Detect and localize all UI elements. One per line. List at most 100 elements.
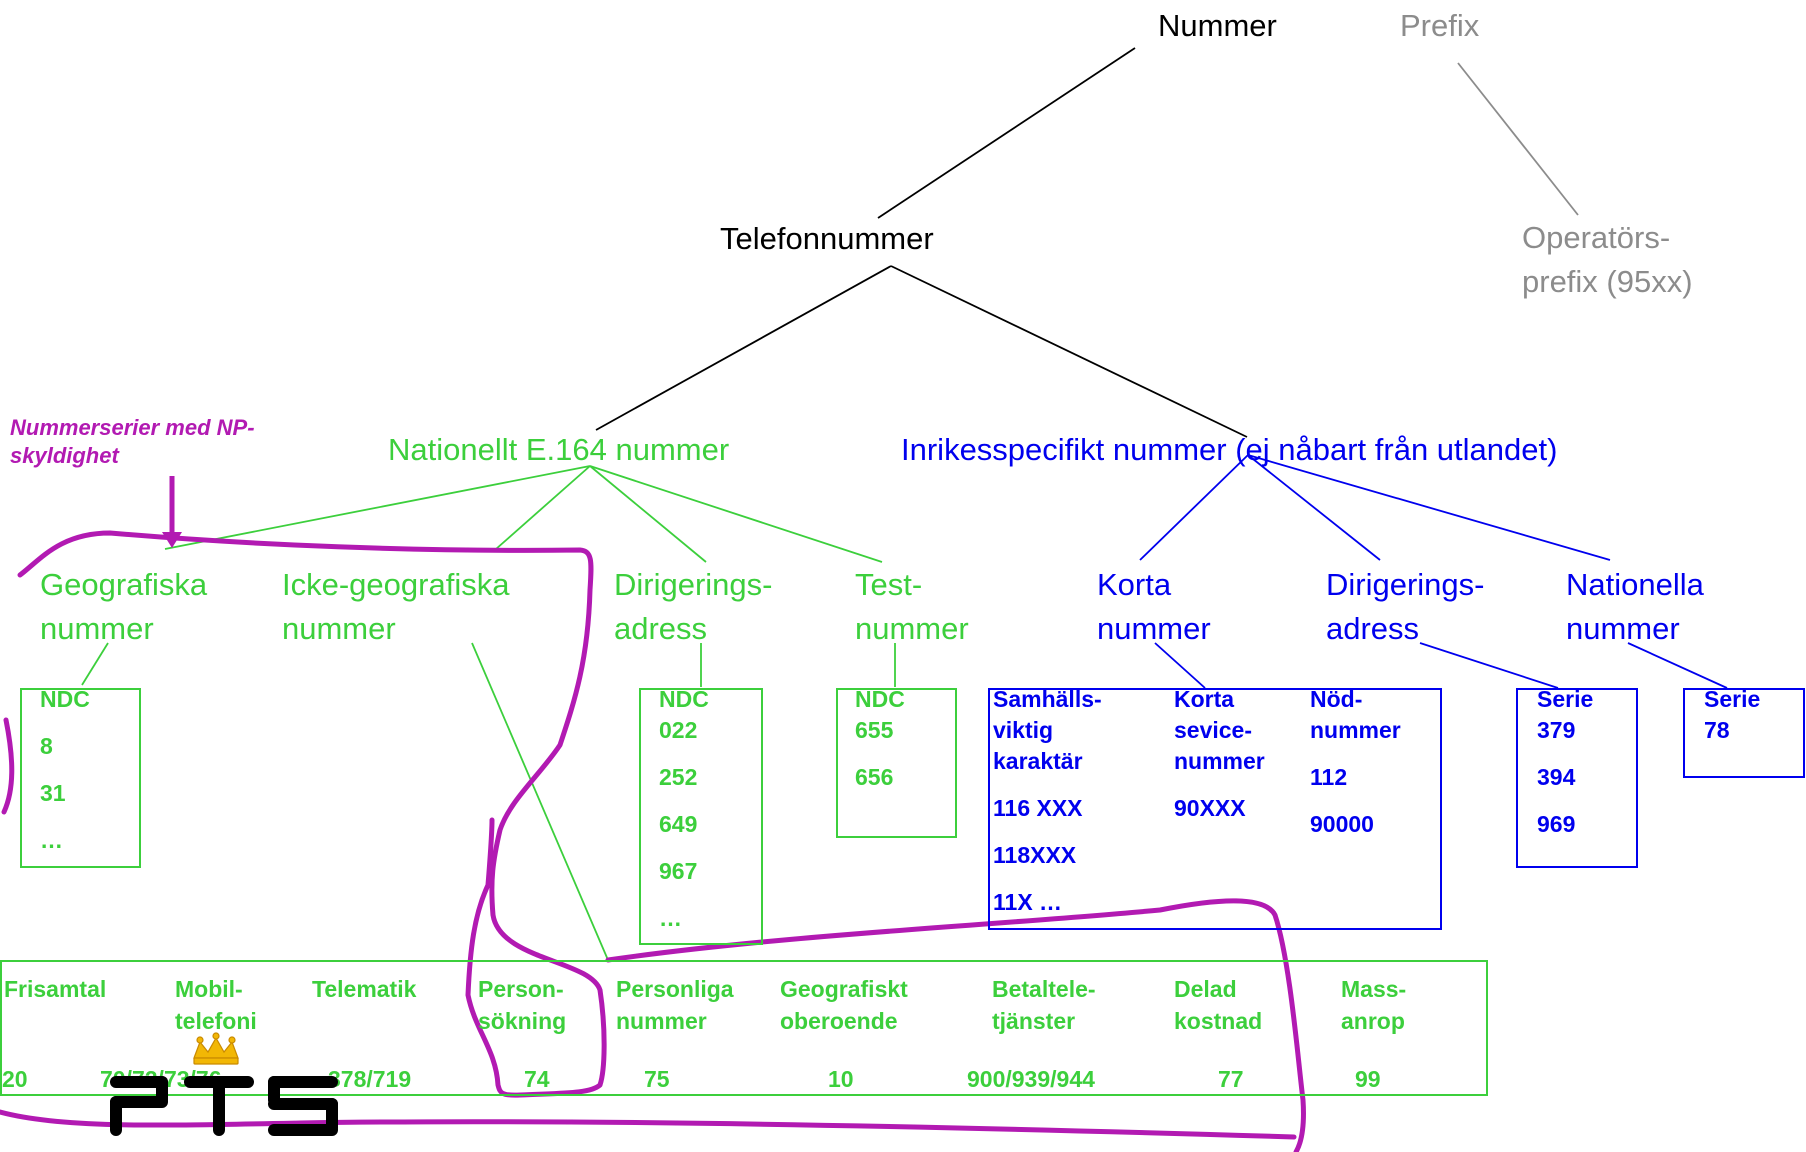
service-number-personliga: 75 <box>644 1066 670 1092</box>
node-icke-geografiska-line1: Icke-geografiska <box>282 567 510 602</box>
dir-ndc-item: 967 <box>659 858 698 884</box>
node-operator-prefix-line1: Operatörs- <box>1522 220 1671 255</box>
edge-nationellt-test <box>589 465 883 563</box>
korta-col3-line: 90000 <box>1310 811 1374 837</box>
node-testnummer: Test- nummer <box>855 563 969 651</box>
dirblue-serie-item: 394 <box>1537 764 1576 790</box>
pts-logo <box>110 1032 338 1136</box>
korta-col1-line: viktig <box>993 717 1054 743</box>
geo-ndc-item: … <box>40 827 63 853</box>
service-label-line: Frisamtal <box>4 976 107 1002</box>
node-nationella-nummer: Nationella nummer <box>1566 563 1704 651</box>
geo-ndc-item: 31 <box>40 780 66 806</box>
test-ndc-item: 655 <box>855 717 894 743</box>
geo-ndc-header: NDC <box>40 686 90 712</box>
korta-col1-line: Samhälls- <box>993 686 1102 712</box>
service-label-line: telefoni <box>175 1008 257 1034</box>
geo-ndc-item: 8 <box>40 733 53 759</box>
service-number-massanrop: 99 <box>1355 1066 1381 1092</box>
node-prefix: Prefix <box>1400 8 1480 43</box>
korta-col-service: Korta sevice- nummer 90XXX <box>1174 684 1265 824</box>
service-label-personsokning: Person- sökning <box>478 973 566 1037</box>
edge-nationellt-geografiska <box>164 465 591 550</box>
korta-col2-line: Korta <box>1174 686 1235 712</box>
service-label-line: Telematik <box>312 976 417 1002</box>
node-inrikesspecifikt: Inrikesspecifikt nummer (ej nåbart från … <box>901 432 1558 467</box>
node-dirigeringsadress-blue: Dirigerings- adress <box>1326 563 1484 651</box>
service-label-delad-kostnad: Delad kostnad <box>1174 973 1262 1037</box>
edge-nat-box <box>1627 642 1728 689</box>
box-nat-serie <box>1683 688 1805 778</box>
service-number-personsokning: 74 <box>524 1066 550 1092</box>
edge-telefonnummer-nationellt <box>595 265 892 431</box>
dir-ndc-item: 649 <box>659 811 698 837</box>
node-geografiska-line1: Geografiska <box>40 567 208 602</box>
service-number-betaltjanster: 900/939/944 <box>967 1066 1095 1092</box>
edge-nummer-telefonnummer <box>877 47 1136 219</box>
dir-ndc-item: 022 <box>659 717 698 743</box>
box-geo-ndc-text: NDC 8 31 … <box>40 684 90 856</box>
crown-icon <box>193 1032 239 1065</box>
service-label-line: Betaltele- <box>992 976 1096 1002</box>
service-label-frisamtal: Frisamtal <box>4 973 106 1005</box>
box-dirblue-serie-text: Serie 379 394 969 <box>1537 684 1593 840</box>
node-geografiska: Geografiska nummer <box>40 563 207 651</box>
edge-inrikes-korta <box>1139 454 1249 561</box>
service-number-telematik: 378/719 <box>328 1066 412 1092</box>
edge-inrikes-dirigering <box>1247 454 1381 561</box>
edge-geo-box <box>81 642 109 686</box>
nat-serie-header: Serie <box>1704 686 1761 712</box>
node-operator-prefix: Operatörs- prefix (95xx) <box>1522 216 1693 304</box>
service-label-betaltjanster: Betaltele- tjänster <box>992 973 1096 1037</box>
box-dir-ndc <box>639 688 763 945</box>
node-nationella-line1: Nationella <box>1566 567 1704 602</box>
service-label-massanrop: Mass- anrop <box>1341 973 1406 1037</box>
service-label-telematik: Telematik <box>312 973 416 1005</box>
np-annotation-line2: skyldighet <box>10 443 119 468</box>
service-label-line: sökning <box>478 1008 567 1034</box>
korta-col1-line: 11X … <box>993 889 1063 915</box>
node-dirigeringsadress-green: Dirigerings- adress <box>614 563 772 651</box>
node-testnummer-line2: nummer <box>855 611 969 646</box>
node-icke-geografiska-line2: nummer <box>282 611 396 646</box>
box-dirblue-serie <box>1516 688 1638 868</box>
nat-serie-item: 78 <box>1704 717 1730 743</box>
service-label-mobiltelefoni: Mobil- telefoni <box>175 973 257 1037</box>
edge-nationellt-icke <box>495 465 591 550</box>
service-label-line: kostnad <box>1174 1008 1263 1034</box>
services-row-box <box>0 960 1488 1096</box>
node-geografiska-line2: nummer <box>40 611 154 646</box>
korta-col-samhallsviktig: Samhälls- viktig karaktär 116 XXX 118XXX… <box>993 684 1102 918</box>
np-arrow-head <box>162 532 182 548</box>
korta-col-nod: Nöd- nummer 112 90000 <box>1310 684 1401 840</box>
box-korta-nummer <box>988 688 1442 930</box>
node-telefonnummer: Telefonnummer <box>720 221 934 256</box>
korta-col1-line: karaktär <box>993 748 1083 774</box>
service-label-line: Mobil- <box>175 976 243 1002</box>
korta-col2-line: 90XXX <box>1174 795 1246 821</box>
dir-ndc-item: 252 <box>659 764 698 790</box>
service-label-line: Person- <box>478 976 564 1002</box>
dirblue-serie-item: 969 <box>1537 811 1576 837</box>
box-geo-ndc <box>20 688 141 868</box>
box-dir-ndc-text: NDC 022 252 649 967 … <box>659 684 709 934</box>
service-label-line: oberoende <box>780 1008 898 1034</box>
service-number-frisamtal: 20 <box>2 1066 28 1092</box>
edge-dirblue-box <box>1419 642 1559 689</box>
service-label-line: tjänster <box>992 1008 1076 1034</box>
node-korta-nummer: Korta nummer <box>1097 563 1211 651</box>
service-label-geografiskt-oberoende: Geografiskt oberoende <box>780 973 908 1037</box>
service-number-geografiskt-oberoende: 10 <box>828 1066 854 1092</box>
edge-prefix-operator <box>1457 62 1579 216</box>
edge-korta-box <box>1154 642 1206 689</box>
edge-inrikes-nationella <box>1247 454 1611 561</box>
korta-col2-line: sevice- <box>1174 717 1253 743</box>
np-outline-top <box>17 530 607 1098</box>
node-korta-line1: Korta <box>1097 567 1172 602</box>
np-annotation: Nummerserier med NP- skyldighet <box>10 414 255 470</box>
dir-ndc-item: … <box>659 905 682 931</box>
node-dirigering-blue-line1: Dirigerings- <box>1326 567 1485 602</box>
box-nat-serie-text: Serie 78 <box>1704 684 1760 746</box>
service-label-line: anrop <box>1341 1008 1405 1034</box>
